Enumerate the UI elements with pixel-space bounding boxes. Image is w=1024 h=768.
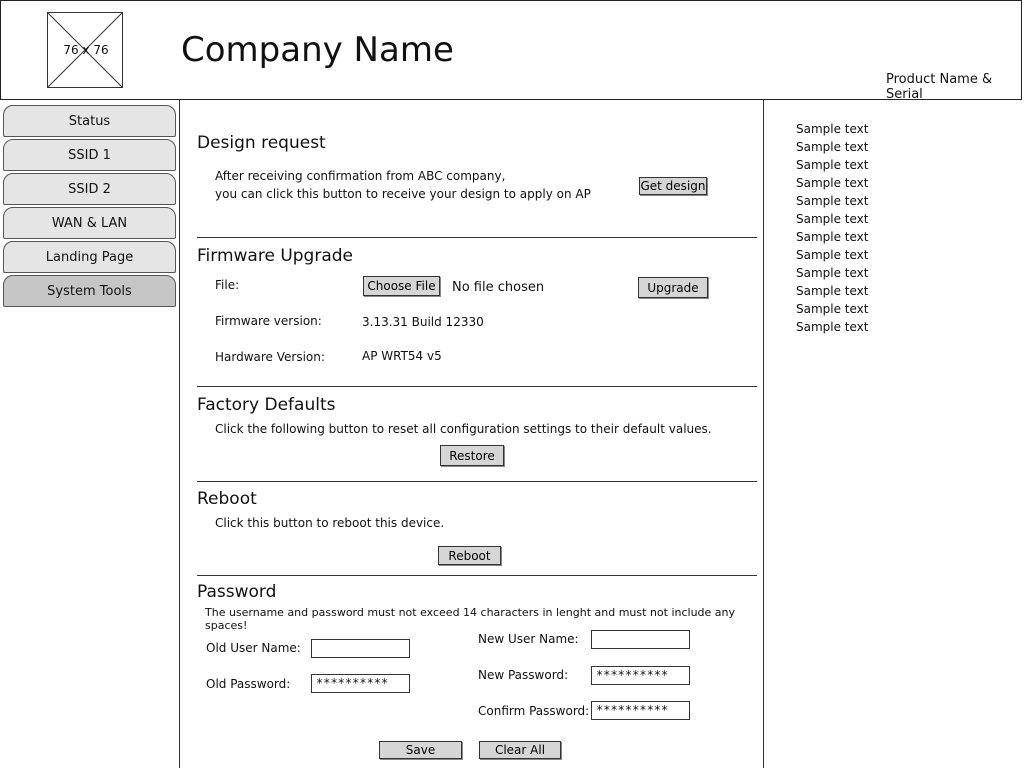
firmware-upgrade-title: Firmware Upgrade xyxy=(197,246,353,266)
clear-all-button[interactable]: Clear All xyxy=(479,741,561,759)
no-file-chosen-text: No file chosen xyxy=(452,280,545,295)
sample-text: Sample text xyxy=(796,320,869,334)
design-request-title: Design request xyxy=(197,133,326,153)
sidebar-item-ssid-2[interactable]: SSID 2 xyxy=(3,173,176,205)
new-password-label: New Password: xyxy=(478,668,569,682)
product-serial: Product Name & Serial xyxy=(886,72,993,102)
sample-text: Sample text xyxy=(796,266,869,280)
sidebar-item-wan-lan[interactable]: WAN & LAN xyxy=(3,207,176,239)
password-title: Password xyxy=(197,582,277,602)
section-divider xyxy=(197,575,757,576)
save-button[interactable]: Save xyxy=(379,741,462,759)
right-panel: Sample text Sample text Sample text Samp… xyxy=(763,100,1024,768)
firmware-version-label: Firmware version: xyxy=(215,314,322,328)
reboot-title: Reboot xyxy=(197,489,257,509)
restore-button[interactable]: Restore xyxy=(440,445,504,466)
sidebar-item-landing-page[interactable]: Landing Page xyxy=(3,241,176,273)
new-user-name-label: New User Name: xyxy=(478,632,579,646)
factory-defaults-text: Click the following button to reset all … xyxy=(215,422,712,436)
design-request-text-1: After receiving confirmation from ABC co… xyxy=(215,169,506,183)
logo-size-label: 76 x 76 xyxy=(63,43,109,57)
sidebar: Status SSID 1 SSID 2 WAN & LAN Landing P… xyxy=(0,100,180,768)
company-name: Company Name xyxy=(181,30,454,70)
new-user-name-input[interactable] xyxy=(591,630,690,649)
old-password-label: Old Password: xyxy=(206,677,291,691)
sample-text: Sample text xyxy=(796,158,869,172)
hardware-version-value: AP WRT54 v5 xyxy=(362,349,442,363)
confirm-password-input[interactable]: ********** xyxy=(591,701,690,720)
firmware-version-value: 3.13.31 Build 12330 xyxy=(362,315,484,329)
image-placeholder-icon xyxy=(48,13,122,87)
old-user-name-label: Old User Name: xyxy=(206,641,301,655)
sample-text: Sample text xyxy=(796,212,869,226)
section-divider xyxy=(197,386,757,387)
reboot-button[interactable]: Reboot xyxy=(438,546,501,565)
sample-text: Sample text xyxy=(796,122,869,136)
old-password-input[interactable]: ********** xyxy=(311,674,410,693)
choose-file-button[interactable]: Choose File xyxy=(363,276,440,296)
reboot-text: Click this button to reboot this device. xyxy=(215,516,445,530)
factory-defaults-title: Factory Defaults xyxy=(197,395,336,415)
sample-text: Sample text xyxy=(796,176,869,190)
sample-text: Sample text xyxy=(796,302,869,316)
header xyxy=(0,0,1022,100)
get-design-button[interactable]: Get design xyxy=(639,177,707,195)
sample-text: Sample text xyxy=(796,140,869,154)
sidebar-item-status[interactable]: Status xyxy=(3,105,176,137)
upgrade-button[interactable]: Upgrade xyxy=(638,277,708,298)
sidebar-item-ssid-1[interactable]: SSID 1 xyxy=(3,139,176,171)
old-user-name-input[interactable] xyxy=(311,639,410,658)
sample-text: Sample text xyxy=(796,194,869,208)
design-request-text-2: you can click this button to receive you… xyxy=(215,187,591,201)
confirm-password-label: Confirm Password: xyxy=(478,704,590,718)
file-label: File: xyxy=(215,278,240,292)
main-content: Design request After receiving confirmat… xyxy=(179,100,763,768)
hardware-version-label: Hardware Version: xyxy=(215,350,325,364)
password-note: The username and password must not excee… xyxy=(205,606,736,632)
sample-text: Sample text xyxy=(796,230,869,244)
section-divider xyxy=(197,481,757,482)
sample-text: Sample text xyxy=(796,248,869,262)
sample-text: Sample text xyxy=(796,284,869,298)
section-divider xyxy=(197,237,757,238)
sidebar-item-system-tools[interactable]: System Tools xyxy=(3,275,176,307)
logo-placeholder: 76 x 76 xyxy=(47,12,123,88)
new-password-input[interactable]: ********** xyxy=(591,666,690,685)
